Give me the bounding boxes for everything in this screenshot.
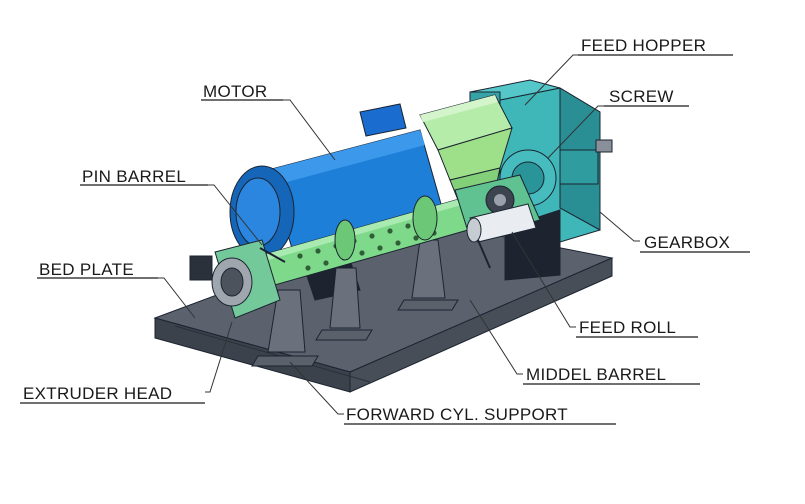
svg-text:FEED HOPPER: FEED HOPPER [581,36,706,55]
svg-text:BED PLATE: BED PLATE [39,260,134,279]
forward-cyl-support [251,289,319,367]
svg-text:MIDDEL BARREL: MIDDEL BARREL [526,365,666,384]
label-gearbox: GEARBOX [640,233,750,253]
label-middel-barrel: MIDDEL BARREL [523,365,700,385]
label-pin-barrel: PIN BARREL [80,167,208,186]
bed-plate [153,219,614,393]
svg-text:FORWARD CYL. SUPPORT: FORWARD CYL. SUPPORT [346,405,568,424]
svg-text:PIN BARREL: PIN BARREL [82,167,186,186]
label-motor: MOTOR [201,82,283,101]
svg-text:SCREW: SCREW [609,87,674,106]
label-forward-cyl-support: FORWARD CYL. SUPPORT [344,405,616,425]
rear-support [397,239,459,311]
label-bed-plate: BED PLATE [37,260,158,279]
barrel [237,195,483,293]
middle-support [315,267,373,341]
label-extruder-head: EXTRUDER HEAD [20,384,205,404]
extruder-head [189,239,286,319]
feed-roll [466,203,537,269]
label-screw: SCREW [604,87,689,107]
svg-text:GEARBOX: GEARBOX [644,233,730,252]
svg-text:MOTOR: MOTOR [203,82,267,101]
svg-text:FEED ROLL: FEED ROLL [579,318,676,337]
svg-text:EXTRUDER HEAD: EXTRUDER HEAD [23,384,172,403]
label-feed-roll: FEED ROLL [576,318,698,338]
leader-lines [158,54,640,415]
label-feed-hopper: FEED HOPPER [578,36,733,56]
